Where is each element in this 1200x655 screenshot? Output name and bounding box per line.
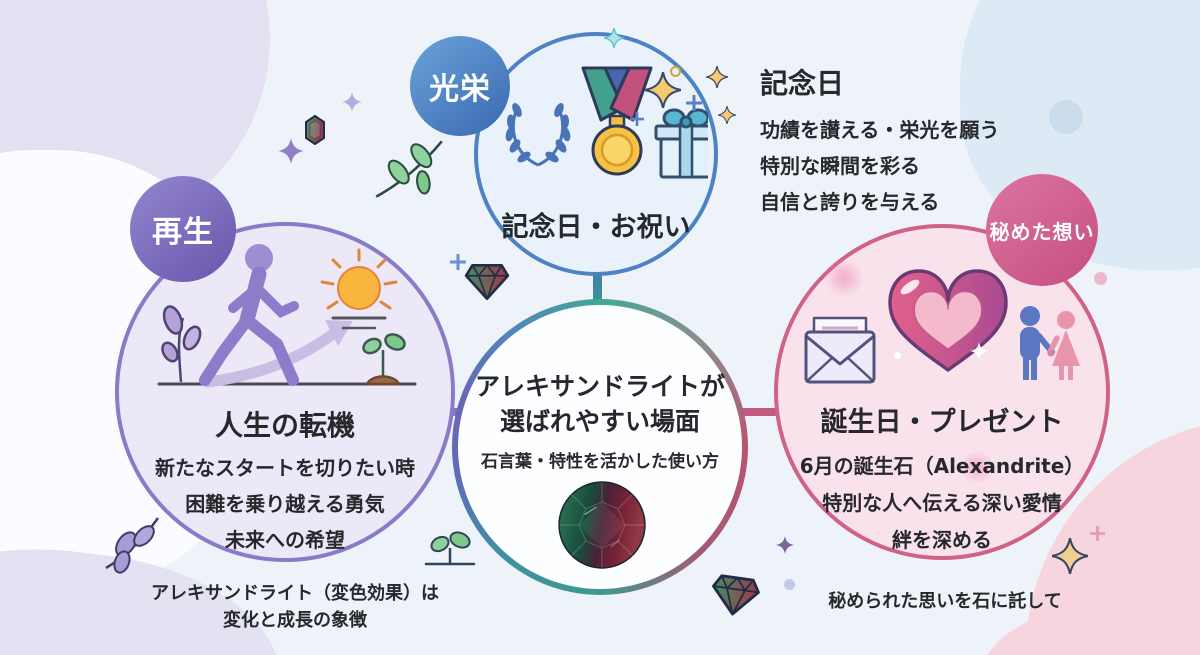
diamond-gem-icon bbox=[712, 574, 760, 616]
left-circle-line: 未来への希望 bbox=[225, 528, 345, 552]
badge-honor: 光栄 bbox=[410, 36, 510, 136]
gold-sparkle-icon bbox=[1052, 538, 1088, 574]
right-circle-line: 6月の誕生石（Alexandrite） bbox=[799, 454, 1085, 478]
top-right-note-line: 特別な瞬間を彩る bbox=[760, 154, 920, 178]
alexandrite-gem-image bbox=[558, 481, 646, 569]
badge-rebirth: 再生 bbox=[130, 176, 236, 282]
left-circle-title: 人生の転機 bbox=[214, 409, 355, 442]
bottom-left-note: アレキサンドライト（変色効果）は 変化と成長の象徴 bbox=[151, 583, 439, 631]
top-right-note-heading: 記念日 bbox=[760, 67, 845, 100]
gold-sparkle-icon bbox=[645, 72, 681, 108]
top-circle-anniversary: 記念日・お祝い bbox=[474, 32, 718, 276]
diamond-gem-icon bbox=[464, 263, 510, 301]
right-circle-line: 特別な人へ伝える深い愛情 bbox=[822, 491, 1062, 515]
leaf-branch-icon bbox=[375, 140, 443, 198]
pink-dot bbox=[1094, 272, 1107, 285]
right-circle-icons bbox=[804, 269, 1080, 384]
center-circle-title: アレキサンドライトが 選ばれやすい場面 bbox=[474, 372, 725, 436]
sunrise-icon bbox=[320, 248, 398, 330]
center-circle: アレキサンドライトが 選ばれやすい場面 石言葉・特性を活かした使い方 bbox=[458, 305, 742, 589]
center-circle-ring: アレキサンドライトが 選ばれやすい場面 石言葉・特性を活かした使い方 bbox=[452, 299, 748, 595]
gold-sparkle-icon bbox=[706, 66, 728, 88]
left-circle-life-turning-point: 人生の転機 新たなスタートを切りたい時 困難を乗り越える勇気 未来への希望 bbox=[115, 222, 455, 562]
top-circle-title: 記念日・お祝い bbox=[501, 212, 691, 243]
white-dot bbox=[894, 352, 901, 359]
purple-leaf-branch-icon bbox=[105, 517, 160, 574]
plus-sparkle-icon bbox=[686, 95, 702, 111]
connector-right-center bbox=[728, 408, 778, 416]
sparkle-icon bbox=[342, 92, 362, 112]
plus-sparkle-icon bbox=[630, 112, 644, 126]
left-circle-illustration bbox=[157, 244, 417, 388]
top-right-note-line: 自信と誇りを与える bbox=[760, 190, 940, 214]
badge-hidden-feelings: 秘めた想い bbox=[986, 174, 1098, 286]
bottom-right-note: 秘められた思いを石に託して bbox=[828, 591, 1062, 612]
medal-icon bbox=[581, 66, 653, 176]
left-circle-text: 新たなスタートを切りたい時 困難を乗り越える勇気 未来への希望 bbox=[119, 450, 451, 558]
right-circle-text: 6月の誕生石（Alexandrite） 特別な人へ伝える深い愛情 絆を深める bbox=[778, 448, 1106, 559]
ring-dot bbox=[670, 66, 681, 77]
walking-person-icon bbox=[199, 244, 299, 386]
couple-icon bbox=[1020, 306, 1080, 380]
hexagon-gem-icon bbox=[305, 114, 325, 146]
sparkle-icon bbox=[278, 138, 304, 164]
plus-sparkle-icon bbox=[450, 254, 466, 270]
plus-sparkle-icon bbox=[1090, 526, 1105, 541]
center-circle-subtitle: 石言葉・特性を活かした使い方 bbox=[481, 452, 719, 472]
sprout-icon bbox=[424, 531, 476, 566]
lavender-dot bbox=[784, 579, 795, 590]
white-sparkle-icon bbox=[970, 342, 988, 360]
growth-arrow-icon bbox=[201, 328, 339, 388]
laurel-wreath-icon bbox=[505, 102, 571, 167]
sparkle-icon bbox=[776, 536, 794, 554]
connector-top-center bbox=[593, 266, 602, 310]
envelope-icon bbox=[804, 316, 876, 384]
pink-glow bbox=[960, 450, 994, 484]
top-right-note-line: 功績を讃える・栄光を願う bbox=[760, 118, 1000, 142]
gold-sparkle-icon bbox=[718, 106, 736, 124]
left-circle-line: 新たなスタートを切りたい時 bbox=[155, 456, 415, 480]
growth-arrow-head bbox=[325, 320, 353, 346]
gift-icon bbox=[654, 108, 708, 179]
pink-glow bbox=[824, 258, 864, 298]
background-dot-top-right bbox=[1049, 100, 1083, 134]
sparkle-icon bbox=[604, 28, 624, 48]
sprout-icon bbox=[362, 333, 406, 386]
right-circle-line: 絆を深める bbox=[892, 528, 992, 552]
heart-icon bbox=[888, 269, 1008, 372]
top-right-note: 記念日 功績を讃える・栄光を願う 特別な瞬間を彩る 自信と誇りを与える bbox=[760, 62, 1170, 220]
top-circle-icons bbox=[505, 66, 708, 179]
right-circle-title: 誕生日・プレゼント bbox=[820, 407, 1064, 438]
left-circle-line: 困難を乗り越える勇気 bbox=[185, 492, 385, 516]
purple-plant-icon bbox=[161, 305, 202, 383]
